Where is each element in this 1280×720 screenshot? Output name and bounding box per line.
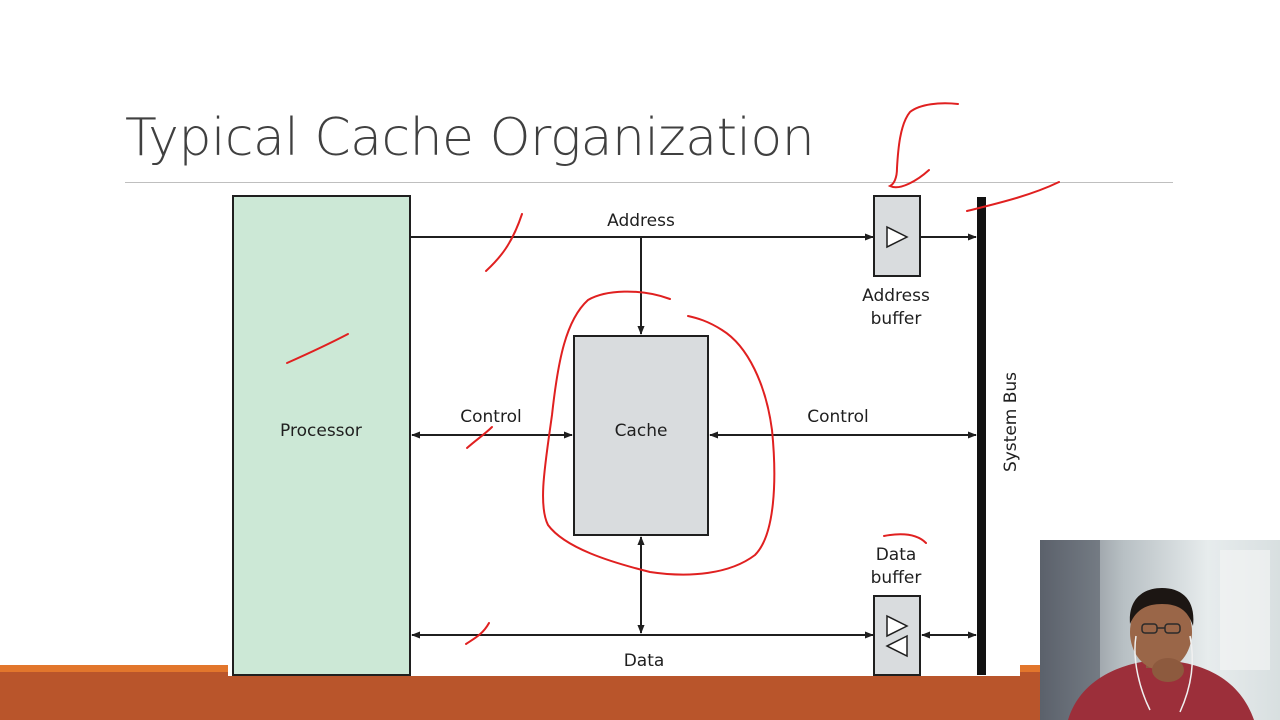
data-label: Data (624, 651, 665, 671)
pen-stroke-data-buffer (883, 533, 927, 544)
cache-block (573, 335, 709, 536)
webcam-overlay (1040, 540, 1280, 720)
slide-title: Typical Cache Organization (125, 108, 815, 168)
system-bus-label: System Bus (1001, 372, 1021, 472)
address-buffer-triangle-icon (886, 225, 909, 249)
control-right-label: Control (807, 407, 868, 427)
presenter-video (1040, 540, 1280, 720)
pen-stroke-data (465, 622, 490, 645)
pen-circle-cache (542, 290, 776, 576)
cache-label: Cache (615, 421, 668, 441)
data-buffer-label-line2: buffer (871, 568, 922, 588)
pen-stroke-control (466, 426, 493, 449)
processor-block (232, 195, 411, 676)
data-buffer-block (873, 595, 921, 676)
pen-stroke-processor (286, 333, 349, 364)
pen-annotations (286, 102, 1060, 645)
data-buffer-forward-triangle-icon (886, 614, 909, 638)
pen-stroke-address-buffer (887, 102, 959, 189)
processor-label: Processor (280, 421, 362, 441)
address-buffer-label-line2: buffer (871, 309, 922, 329)
data-buffer-reverse-triangle-icon (885, 634, 908, 658)
data-buffer-label-line1: Data (876, 545, 917, 565)
title-divider (125, 182, 1173, 183)
system-bus-line (977, 197, 986, 675)
control-left-label: Control (460, 407, 521, 427)
address-label: Address (607, 211, 675, 231)
pen-stroke-address-line (485, 213, 523, 272)
address-buffer-label-line1: Address (862, 286, 930, 306)
pen-stroke-system-bus (966, 181, 1060, 212)
